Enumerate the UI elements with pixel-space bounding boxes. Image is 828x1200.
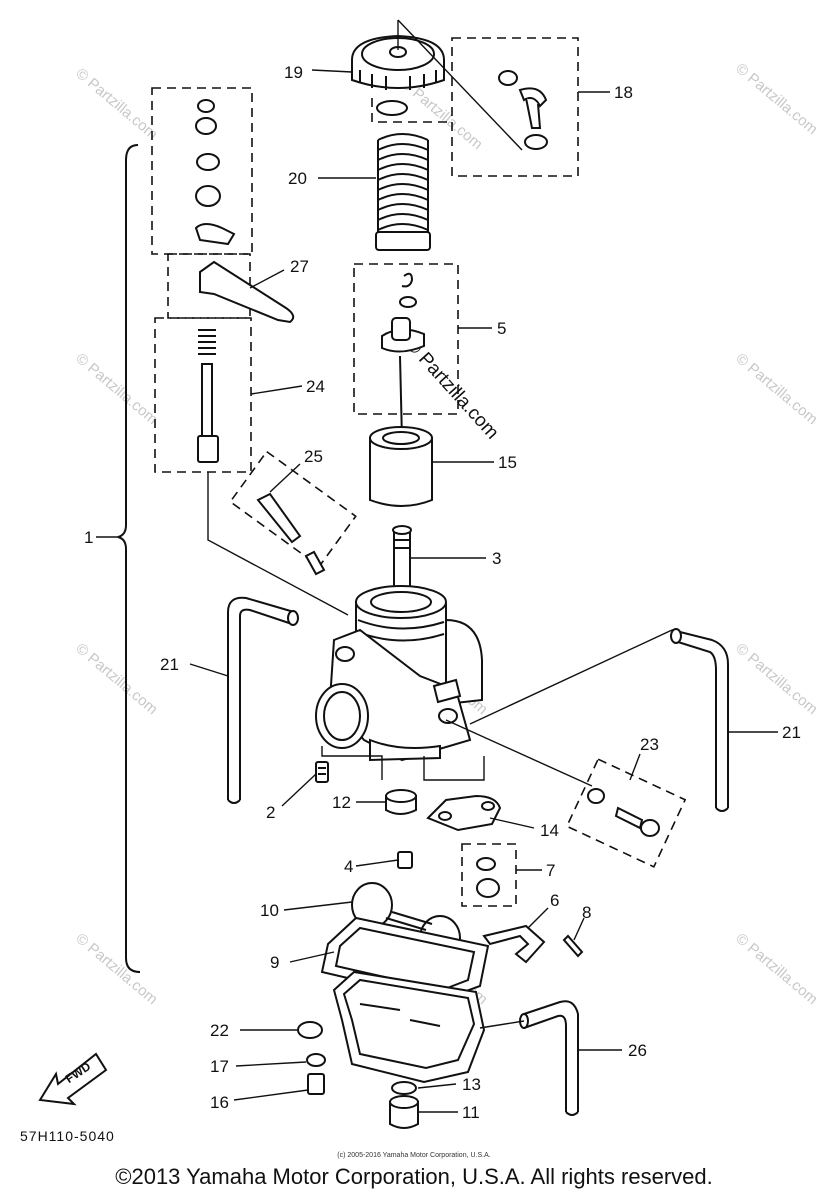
drain-tube-bottom [565, 1111, 579, 1116]
watermark: © Partzilla.com [732, 640, 820, 718]
callout-26: 26 [628, 1041, 647, 1060]
washer [476, 857, 496, 871]
throttle-valve [369, 426, 433, 507]
callout-3: 3 [492, 549, 501, 568]
group-box-7 [461, 843, 517, 907]
watermark: © Partzilla.com [72, 350, 160, 428]
carburetor-body [315, 585, 483, 762]
callout-5: 5 [497, 319, 506, 338]
watermark-layer: © Partzilla.com © Partzilla.com © Partzi… [72, 60, 820, 1008]
watermark: © Partzilla.com [732, 60, 820, 138]
vent-tube-left-end [287, 610, 299, 626]
group-outline [371, 98, 450, 123]
drain-plug-11 [389, 1101, 419, 1129]
throttle-screw [587, 788, 660, 837]
callout-2: 2 [266, 803, 275, 822]
vent-tube-right-bottom [715, 807, 729, 812]
callout-15: 15 [498, 453, 517, 472]
screw-22 [297, 1021, 323, 1039]
callout-18: 18 [614, 83, 633, 102]
leader-lines [96, 69, 778, 1113]
cable-adjuster-elbow [498, 70, 548, 150]
jet-nut [476, 878, 500, 898]
watermark: © Partzilla.com [72, 930, 160, 1008]
small-copyright: (c) 2005-2016 Yamaha Motor Corporation, … [337, 1152, 491, 1159]
pilot-screw [256, 492, 326, 576]
callout-7: 7 [546, 861, 555, 880]
throttle-spring [375, 133, 431, 251]
screw-16 [307, 1073, 325, 1095]
main-jet [385, 789, 417, 815]
cable-line [445, 719, 593, 787]
callout-21-left: 21 [160, 655, 179, 674]
drain-line [479, 1020, 525, 1029]
baffle-plate-hole [481, 801, 495, 811]
callout-13: 13 [462, 1075, 481, 1094]
callout-11: 11 [462, 1103, 480, 1122]
part-code: 57H110-5040 [20, 1128, 115, 1144]
watermark: © Partzilla.com [732, 930, 820, 1008]
callout-17: 17 [210, 1057, 229, 1076]
callout-12: 12 [332, 793, 351, 812]
group-box-24 [154, 317, 252, 473]
throttle-lever [199, 260, 295, 324]
float-clip [482, 924, 546, 964]
vent-tube-right-end [670, 628, 682, 644]
watermark: © Partzilla.com [72, 65, 160, 143]
drain-plug-top [389, 1095, 419, 1109]
bracket-lines [321, 746, 485, 781]
screw-stack [194, 99, 236, 246]
group-box-25 [229, 450, 357, 568]
starter-tube [392, 525, 412, 593]
float-chamber-gasket-inner [334, 926, 476, 992]
callout-19: 19 [284, 63, 303, 82]
callout-22: 22 [210, 1021, 229, 1040]
washer-17 [306, 1053, 326, 1067]
carb-cap [351, 34, 445, 90]
float-chamber [332, 970, 486, 1084]
needle-valve [397, 851, 413, 869]
vent-tube-left-inner [239, 608, 293, 800]
cable-line [469, 629, 673, 725]
callout-16: 16 [210, 1093, 229, 1112]
callout-labels: 19 18 20 27 5 24 25 15 1 3 21 21 23 2 12… [84, 63, 801, 1122]
drain-tube [523, 1000, 579, 1112]
vent-tube-right [671, 629, 729, 808]
copyright-notice: ©2013 Yamaha Motor Corporation, U.S.A. A… [115, 1164, 713, 1189]
screw-2 [315, 761, 329, 783]
watermark: © Partzilla.com [72, 640, 160, 718]
callout-27: 27 [290, 257, 309, 276]
group-box-5 [353, 263, 459, 415]
callout-8: 8 [582, 903, 591, 922]
cable-line [397, 19, 523, 151]
callout-23: 23 [640, 735, 659, 754]
callout-14: 14 [540, 821, 559, 840]
callout-9: 9 [270, 953, 279, 972]
callout-1: 1 [84, 528, 93, 547]
watermark-overlay: © Partzilla.com [401, 334, 502, 443]
group-box-18 [451, 37, 579, 177]
assembly-bracket [117, 144, 141, 973]
callout-4: 4 [344, 857, 353, 876]
o-ring-13 [391, 1081, 417, 1095]
needle-assembly [381, 272, 425, 441]
cable-line [207, 472, 349, 616]
callout-20: 20 [288, 169, 307, 188]
vent-tube-left [227, 596, 295, 800]
cap-ring [376, 100, 408, 116]
callout-24: 24 [306, 377, 325, 396]
fwd-arrow-icon: FWD [38, 1052, 108, 1106]
callout-25: 25 [304, 447, 323, 466]
watermark: © Partzilla.com [732, 350, 820, 428]
throttle-stop-screw [197, 329, 219, 463]
callout-6: 6 [550, 891, 559, 910]
callout-21-right: 21 [782, 723, 801, 742]
group-box-23 [565, 758, 687, 868]
float-pin [562, 934, 584, 958]
baffle-plate-hole [438, 811, 452, 821]
vent-tube-left-bottom [227, 799, 241, 804]
callout-10: 10 [260, 901, 279, 920]
